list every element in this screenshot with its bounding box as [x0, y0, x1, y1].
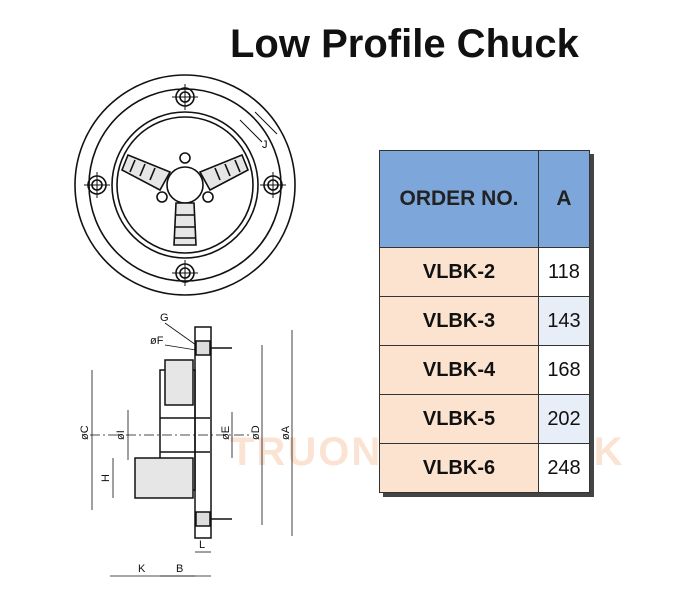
table-row: VLBK-4 168: [379, 345, 590, 395]
bolt-hole-icon: [260, 172, 286, 198]
bolt-hole-icon: [84, 172, 110, 198]
order-table: ORDER NO. A VLBK-2 118 VLBK-3 143 VLBK-4…: [379, 150, 590, 493]
jaw-upper-left: [120, 153, 172, 192]
order-cell: VLBK-5: [379, 394, 539, 444]
order-cell: VLBK-3: [379, 296, 539, 346]
a-cell: 118: [538, 247, 590, 297]
page-title: Low Profile Chuck: [230, 22, 579, 66]
table-row: VLBK-6 248: [379, 443, 590, 493]
table-row: VLBK-2 118: [379, 247, 590, 297]
bolt-hole-icon: [172, 84, 198, 110]
header-order-no: ORDER NO.: [379, 150, 539, 248]
order-cell: VLBK-4: [379, 345, 539, 395]
label-h: H: [100, 474, 112, 482]
side-view: [90, 322, 293, 577]
order-cell: VLBK-6: [379, 443, 539, 493]
a-cell: 168: [538, 345, 590, 395]
label-c: øC: [79, 425, 91, 440]
table-row: VLBK-3 143: [379, 296, 590, 346]
label-b: B: [176, 563, 183, 575]
jaw-upper-right: [198, 153, 250, 192]
a-cell: 143: [538, 296, 590, 346]
label-a: øA: [280, 425, 292, 440]
label-d: øD: [250, 425, 262, 440]
a-cell: 248: [538, 443, 590, 493]
label-j: J: [262, 139, 268, 151]
a-cell: 202: [538, 394, 590, 444]
label-k: K: [138, 563, 146, 575]
order-cell: VLBK-2: [379, 247, 539, 297]
label-f: øF: [150, 335, 164, 347]
table-row: VLBK-5 202: [379, 394, 590, 444]
front-view: [74, 74, 296, 296]
jaw-lower: [173, 202, 197, 246]
label-e: øE: [220, 426, 232, 440]
label-i: øI: [115, 430, 127, 440]
label-l: L: [199, 539, 205, 551]
bolt-hole-icon: [172, 260, 198, 286]
table-header-row: ORDER NO. A: [379, 150, 590, 248]
label-g: G: [160, 312, 169, 324]
header-a: A: [538, 150, 590, 248]
